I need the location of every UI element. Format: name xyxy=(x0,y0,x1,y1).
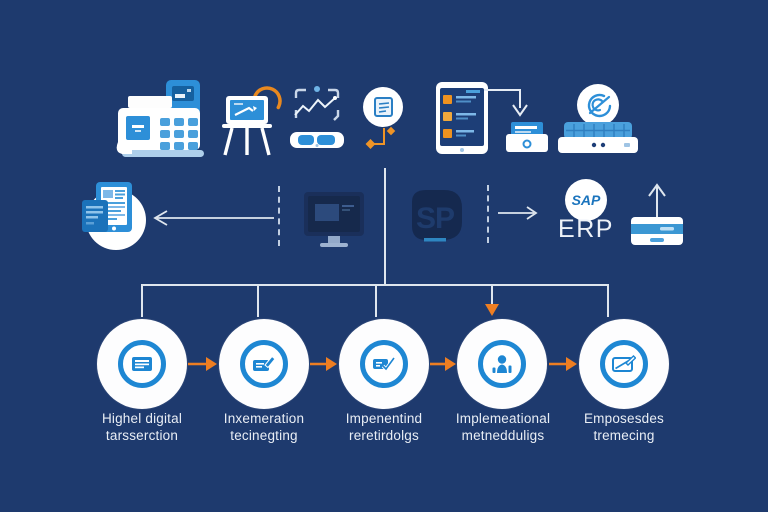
card-pencil-icon xyxy=(253,355,276,371)
step-ring-5 xyxy=(600,340,648,388)
step-label-4-line2: metnedduligs xyxy=(461,428,545,443)
document-icon xyxy=(132,357,152,371)
sap-ghost-logo: SP xyxy=(412,190,462,242)
step-label-3-line1: Impenentind xyxy=(345,411,423,426)
mini-printer-icon xyxy=(506,122,548,152)
step-label-1: Highel digital tarsserction xyxy=(76,410,208,444)
step-circle-3 xyxy=(339,319,429,409)
step-label-5: Emposesdes tremecing xyxy=(558,410,690,444)
mobile-docs-badge xyxy=(82,182,146,250)
ghost-logo-text: SP xyxy=(416,202,454,235)
printer-workstation-icon xyxy=(116,80,204,157)
swirl-logo-badge xyxy=(577,84,619,126)
orange-connector xyxy=(365,126,396,149)
bracket-drop-1 xyxy=(141,284,143,317)
flow-left-arrow xyxy=(153,210,274,226)
envelope-pencil-icon xyxy=(612,355,636,372)
step-circle-5 xyxy=(579,319,669,409)
step-label-3: Impenentind reretirdolgs xyxy=(318,410,450,444)
step-label-2: Inxemeration tecinegting xyxy=(198,410,330,444)
flow-right-arrow xyxy=(498,206,538,220)
step-label-5-line1: Emposesdes xyxy=(583,411,665,426)
easel-presentation-icon xyxy=(222,86,282,156)
step-circle-4 xyxy=(457,319,547,409)
bracket-drop-5 xyxy=(607,284,609,317)
step-ring-1 xyxy=(118,340,166,388)
bracket-drop-4 xyxy=(491,284,493,304)
step-arrow-1 xyxy=(188,357,217,371)
task-list-tablet-icon xyxy=(436,82,488,154)
document-badge-icon xyxy=(363,87,403,149)
bracket-drop-2 xyxy=(257,284,259,317)
desktop-monitor-icon xyxy=(304,192,364,247)
step-label-2-line1: Inxemeration xyxy=(223,411,305,426)
sap-badge: SAP xyxy=(565,179,607,221)
step-ring-4 xyxy=(478,340,526,388)
sap-badge-text: SAP xyxy=(572,192,601,208)
step-label-1-line2: tarsserction xyxy=(105,428,179,443)
step-circle-1 xyxy=(97,319,187,409)
center-stem-line xyxy=(384,168,386,285)
step-arrow-4 xyxy=(549,357,577,371)
step-arrow-3 xyxy=(430,357,456,371)
card-reader-icon xyxy=(631,217,683,245)
step-label-1-line1: Highel digital xyxy=(101,411,183,426)
person-chart-icon xyxy=(492,355,512,373)
step-circle-2 xyxy=(219,319,309,409)
bracket-drop-3 xyxy=(375,284,377,317)
bracket-arrowhead xyxy=(485,304,499,316)
step-label-3-line2: reretirdolgs xyxy=(349,428,419,443)
scan-chart-tablet-icon xyxy=(290,86,344,148)
step-label-5-line2: tremecing xyxy=(593,428,655,443)
step-ring-3 xyxy=(360,340,408,388)
server-icon xyxy=(558,122,638,153)
step-label-4-line1: Implemeational xyxy=(455,411,551,426)
step-label-4: Implemeational metnedduligs xyxy=(437,410,569,444)
step-ring-2 xyxy=(240,340,288,388)
step-arrow-2 xyxy=(310,357,337,371)
card-check-icon xyxy=(373,357,396,372)
divider-dashed-left xyxy=(278,186,280,246)
erp-label: ERP xyxy=(558,215,614,243)
step-label-2-line2: tecinegting xyxy=(230,428,298,443)
divider-dashed-right xyxy=(487,185,489,243)
flow-down-arrow xyxy=(484,89,528,117)
